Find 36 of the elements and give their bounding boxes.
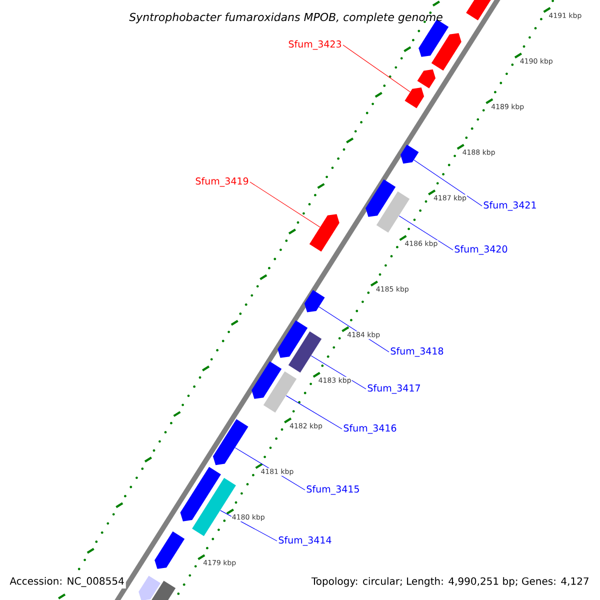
gene-block (404, 88, 424, 108)
gene-bar (263, 371, 297, 413)
gene-block (252, 361, 282, 399)
leader-line (250, 182, 320, 228)
leader-line (398, 216, 454, 250)
title: Syntrophobacter fumaroxidans MPOB, complete genome (129, 12, 442, 24)
gene-label: Sfum_3423 (288, 40, 342, 50)
gene-block (431, 33, 462, 71)
gene-label: Sfum_3418 (390, 347, 444, 357)
gene-block (212, 419, 248, 466)
gene-block (304, 290, 325, 312)
gene-label: Sfum_3420 (454, 245, 508, 255)
gene-label: Sfum_3421 (484, 201, 536, 211)
gene-label: Sfum_3417 (368, 384, 420, 394)
gene-label: Sfum_3416 (344, 424, 396, 434)
gene-label: Sfum_3414 (278, 536, 332, 546)
gene-block (180, 466, 221, 522)
gene-block (278, 320, 308, 358)
gene-bar (150, 580, 176, 600)
gene-block (309, 214, 340, 252)
gene-block (154, 531, 185, 569)
leader-line (286, 395, 342, 430)
info-text: Topology: circular; Length: 4,990,251 bp; Genes: 4,127 (310, 576, 591, 588)
leader-line (310, 355, 366, 390)
leader-line (414, 160, 482, 206)
gene-block (466, 0, 491, 20)
gene-block (366, 179, 396, 217)
info-text: Accession: NC_008554 (8, 576, 126, 588)
gene-block (138, 576, 161, 600)
gene-block (400, 144, 419, 164)
leader-line (342, 44, 410, 92)
gene-bar (288, 331, 322, 373)
gene-block (417, 69, 436, 88)
gene-bar (376, 191, 410, 233)
gene-label: Sfum_3415 (306, 485, 359, 495)
gene-label: Sfum_3419 (196, 177, 248, 187)
